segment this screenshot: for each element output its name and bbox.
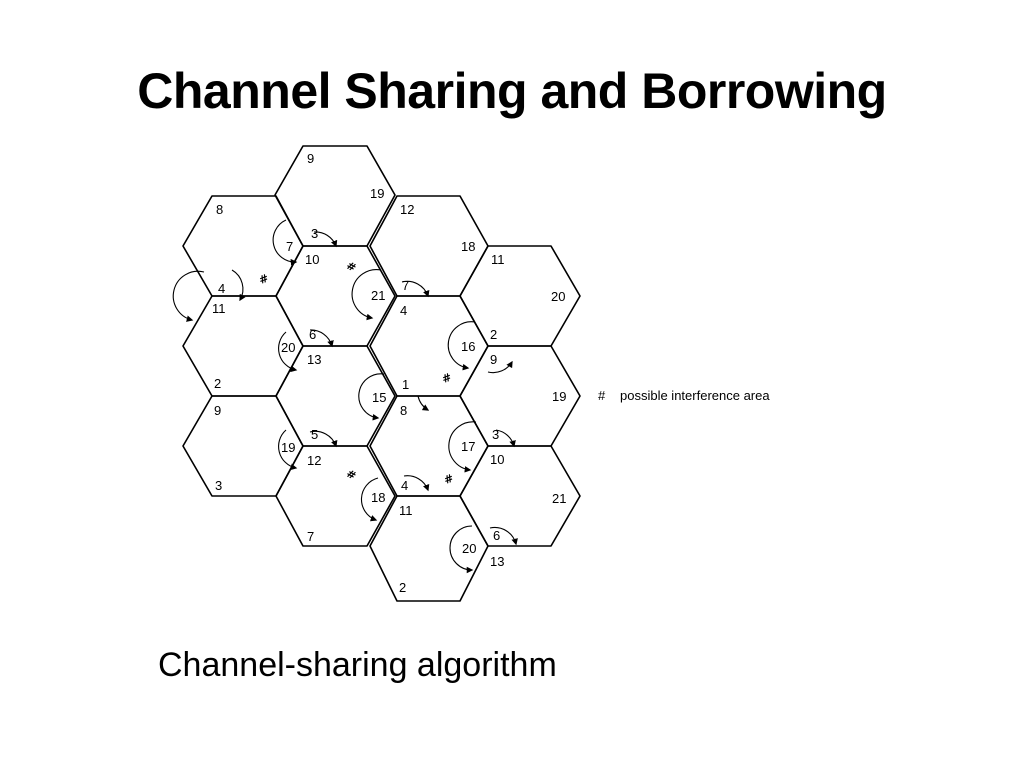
sharing-arrow xyxy=(272,219,298,266)
sharing-arrow xyxy=(313,231,338,248)
cell-label: 4 xyxy=(401,478,408,493)
cell-label: 7 xyxy=(402,278,409,293)
cell-label: 11 xyxy=(399,503,413,518)
legend: # possible interference area xyxy=(598,388,770,403)
cell-label: 8 xyxy=(400,403,407,418)
cell-label: 17 xyxy=(461,439,475,454)
cell-label: 9 xyxy=(214,403,221,418)
cell-labels: 9 19 12 8 7 3 10 18 11 4 11 21 7 4 20 6 … xyxy=(212,151,566,595)
cell-label: 19 xyxy=(281,440,295,455)
sharing-arrow xyxy=(495,429,516,448)
cell-label: 13 xyxy=(307,352,321,367)
cell-label: 11 xyxy=(491,252,505,267)
cell-label: 21 xyxy=(552,491,566,506)
cell-label: 13 xyxy=(490,554,504,569)
cell-label: 4 xyxy=(218,281,225,296)
cell-label: 7 xyxy=(286,239,293,254)
interference-mark: # xyxy=(344,467,358,483)
cell-label: 11 xyxy=(212,301,226,316)
cell-label: 19 xyxy=(552,389,566,404)
hex-cell xyxy=(369,495,489,602)
cell-label: 12 xyxy=(307,453,321,468)
sharing-arrow xyxy=(309,430,338,448)
cell-label: 7 xyxy=(307,529,314,544)
cell-label: 19 xyxy=(370,186,384,201)
sharing-arrow xyxy=(417,395,430,411)
sharing-arrow xyxy=(231,269,246,302)
cell-label: 4 xyxy=(400,303,407,318)
sharing-arrow xyxy=(489,526,518,546)
cell-label: 6 xyxy=(493,528,500,543)
interference-mark: # xyxy=(440,371,453,386)
sharing-arrow xyxy=(360,477,379,522)
legend-symbol: # xyxy=(598,388,606,403)
slide-title: Channel Sharing and Borrowing xyxy=(137,63,887,119)
sharing-arrow xyxy=(403,475,430,492)
sharing-arrow xyxy=(487,360,513,374)
cell-label: 12 xyxy=(400,202,414,217)
cell-label: 9 xyxy=(490,352,497,367)
cell-label: 8 xyxy=(216,202,223,217)
cell-label: 18 xyxy=(371,490,385,505)
sharing-arrow xyxy=(447,321,476,371)
sharing-arrow xyxy=(351,269,382,321)
sharing-arrow xyxy=(401,280,430,298)
cell-label: 2 xyxy=(214,376,221,391)
cell-label: 21 xyxy=(371,288,385,303)
cell-label: 16 xyxy=(461,339,475,354)
cell-label: 20 xyxy=(281,340,295,355)
cell-label: 10 xyxy=(490,452,504,467)
cell-label: 6 xyxy=(309,327,316,342)
sharing-arrow xyxy=(449,525,474,574)
sharing-arrow xyxy=(172,270,205,322)
hex-cell xyxy=(275,445,396,547)
cell-label: 3 xyxy=(492,427,499,442)
interference-mark: # xyxy=(257,272,270,287)
cell-label: 2 xyxy=(399,580,406,595)
hex-grid xyxy=(182,145,581,602)
cell-label: 3 xyxy=(215,478,222,493)
interference-mark: # xyxy=(344,259,358,275)
sharing-arrow xyxy=(278,429,298,471)
sharing-arrow xyxy=(358,373,385,421)
cell-label: 9 xyxy=(307,151,314,166)
sharing-arrow xyxy=(448,421,477,473)
cell-label: 15 xyxy=(372,390,386,405)
sharing-arrows xyxy=(172,219,518,574)
interference-mark: # xyxy=(442,472,455,487)
legend-text: possible interference area xyxy=(620,388,770,403)
sharing-arrow xyxy=(309,329,334,348)
diagram-caption: Channel-sharing algorithm xyxy=(158,646,557,684)
cell-label: 18 xyxy=(461,239,475,254)
cell-label: 20 xyxy=(551,289,565,304)
cell-label: 5 xyxy=(311,427,318,442)
sharing-arrow xyxy=(278,331,298,373)
cell-label: 20 xyxy=(462,541,476,556)
cell-label: 2 xyxy=(490,327,497,342)
cell-label: 10 xyxy=(305,252,319,267)
cell-label: 3 xyxy=(311,226,318,241)
cell-label: 1 xyxy=(402,377,409,392)
